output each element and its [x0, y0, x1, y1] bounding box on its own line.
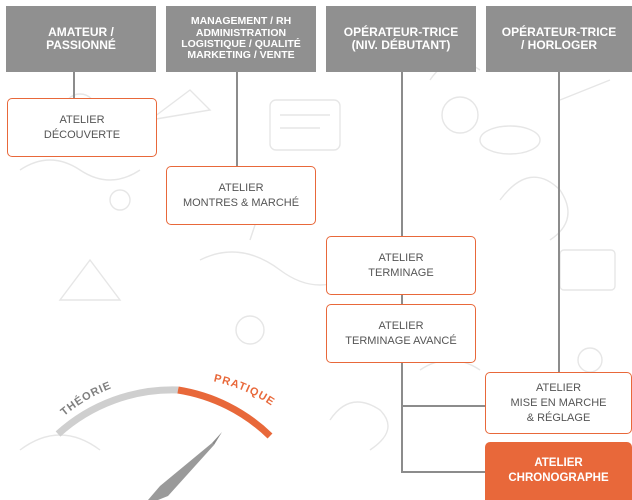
atelier-mise-en-marche[interactable]: ATELIER MISE EN MARCHE & RÉGLAGE: [485, 372, 632, 434]
header-line: (NIV. DÉBUTANT): [351, 38, 451, 52]
atelier-decouverte[interactable]: ATELIER DÉCOUVERTE: [7, 98, 157, 157]
header-line: OPÉRATEUR-TRICE: [343, 25, 459, 40]
gauge-arc-practice: [177, 386, 273, 439]
header-line: PASSIONNÉ: [46, 38, 116, 52]
atelier-line: MONTRES & MARCHÉ: [182, 196, 300, 209]
header-line: / HORLOGER: [520, 38, 597, 52]
column-header-horloger: OPÉRATEUR-TRICE/ HORLOGER: [486, 6, 632, 72]
gauge-arc-theory: [55, 386, 179, 437]
atelier-line: ATELIER: [378, 319, 424, 332]
atelier-line: ATELIER: [218, 181, 264, 194]
atelier-line: TERMINAGE: [368, 266, 434, 279]
header-line: LOGISTIQUE / QUALITÉ: [181, 38, 301, 50]
gauge-needle: [148, 432, 222, 500]
atelier-line: CHRONOGRAPHE: [508, 472, 609, 484]
connector-col4: [558, 72, 560, 374]
header-line: MARKETING / VENTE: [187, 49, 295, 62]
atelier-line: & RÉGLAGE: [526, 411, 591, 424]
atelier-line: ATELIER: [378, 251, 424, 264]
column-header-operateur-debutant: OPÉRATEUR-TRICE(NIV. DÉBUTANT): [326, 6, 476, 72]
column-header-amateur: AMATEUR /PASSIONNÉ: [6, 6, 156, 72]
connector-branch-mise-en-marche: [401, 405, 485, 407]
connector-col1: [73, 72, 75, 100]
theory-practice-gauge: THÉORIE PRATIQUE: [55, 373, 276, 500]
connector-branch-chronographe: [401, 471, 485, 473]
header-line: ADMINISTRATION: [195, 26, 287, 39]
atelier-line: DÉCOUVERTE: [43, 128, 121, 141]
connector-col2: [236, 72, 238, 168]
atelier-line: ATELIER: [534, 457, 583, 469]
atelier-terminage[interactable]: ATELIER TERMINAGE: [326, 236, 476, 295]
atelier-line: TERMINAGE AVANCÉ: [345, 334, 457, 347]
header-line: OPÉRATEUR-TRICE: [501, 25, 617, 40]
header-line: AMATEUR /: [48, 25, 114, 40]
atelier-montres-marche[interactable]: ATELIER MONTRES & MARCHÉ: [166, 166, 316, 225]
atelier-chronographe[interactable]: ATELIER CHRONOGRAPHE: [485, 442, 632, 500]
header-line: MANAGEMENT / RH: [190, 15, 292, 28]
atelier-line: ATELIER: [59, 113, 105, 126]
atelier-terminage-avance[interactable]: ATELIER TERMINAGE AVANCÉ: [326, 304, 476, 363]
atelier-line: ATELIER: [535, 381, 582, 394]
atelier-line: MISE EN MARCHE: [510, 396, 607, 409]
